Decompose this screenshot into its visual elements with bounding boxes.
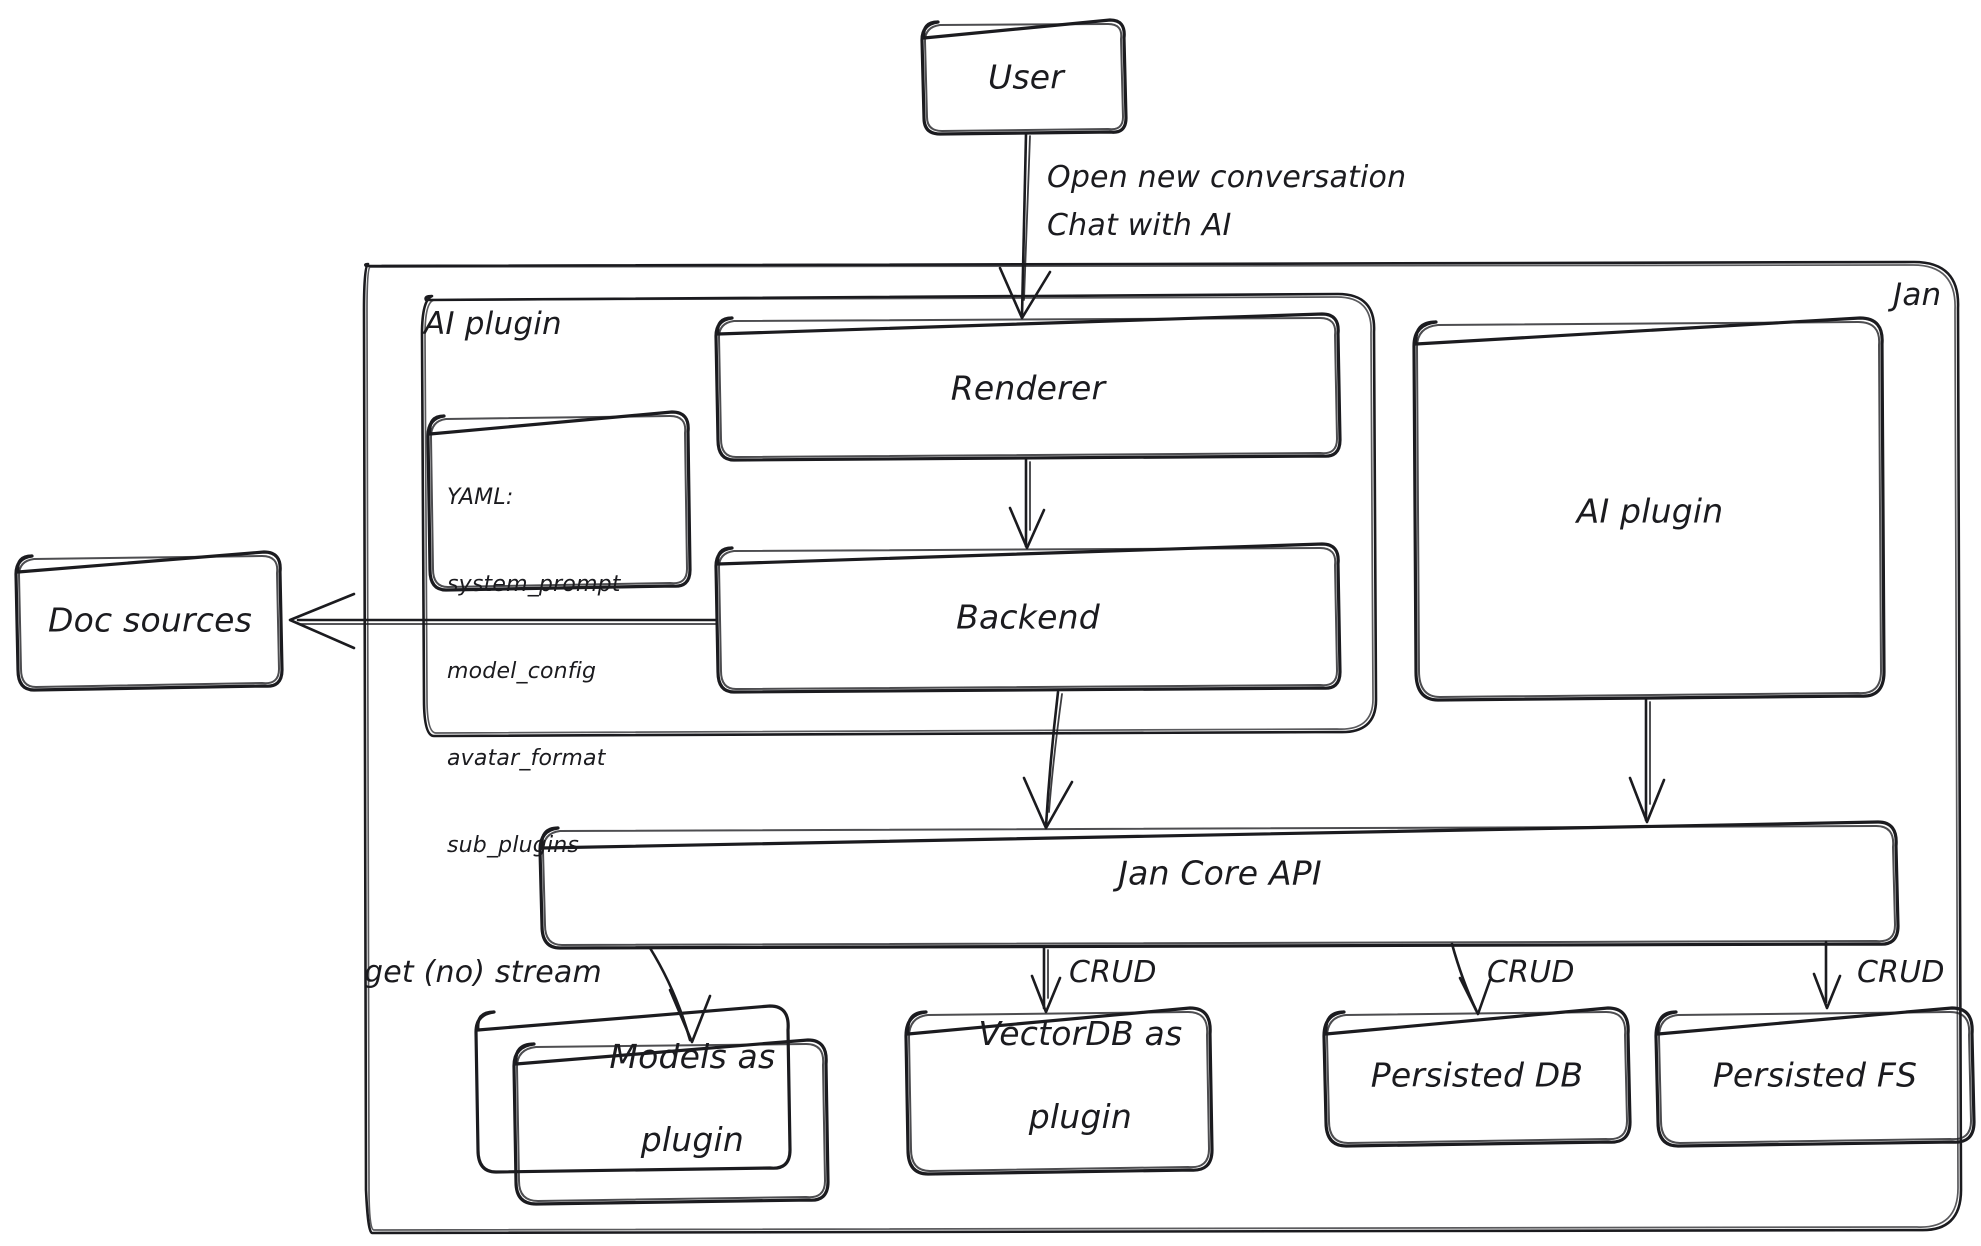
edge-user-to-renderer <box>998 132 1052 320</box>
node-user[interactable] <box>920 18 1128 136</box>
edge-ai-plugin-to-core <box>1628 698 1666 824</box>
edge-backend-to-doc-sources <box>288 592 718 650</box>
node-models-as-plugin[interactable] <box>512 1038 830 1206</box>
node-renderer[interactable] <box>714 312 1342 462</box>
node-ai-plugin-right[interactable] <box>1412 316 1886 702</box>
edge-core-to-persisted-fs <box>1812 940 1842 1010</box>
node-yaml-card[interactable] <box>426 410 692 592</box>
group-ai-plugin <box>420 292 1378 738</box>
node-doc-sources[interactable] <box>14 550 284 692</box>
edge-renderer-to-backend <box>1008 458 1046 550</box>
node-persisted-db[interactable] <box>1322 1006 1632 1148</box>
node-persisted-fs[interactable] <box>1654 1006 1976 1148</box>
node-jan-core-api[interactable] <box>538 820 1900 950</box>
node-backend[interactable] <box>714 542 1342 694</box>
group-jan <box>362 260 1963 1235</box>
node-vectordb-as-plugin[interactable] <box>904 1006 1214 1176</box>
node-models-as-plugin-backdrop <box>474 1004 792 1174</box>
edge-core-to-models <box>648 946 712 1044</box>
edge-backend-to-core <box>1022 690 1074 830</box>
edge-core-to-vectordb <box>1030 946 1062 1014</box>
edge-core-to-persisted-db <box>1450 942 1492 1016</box>
